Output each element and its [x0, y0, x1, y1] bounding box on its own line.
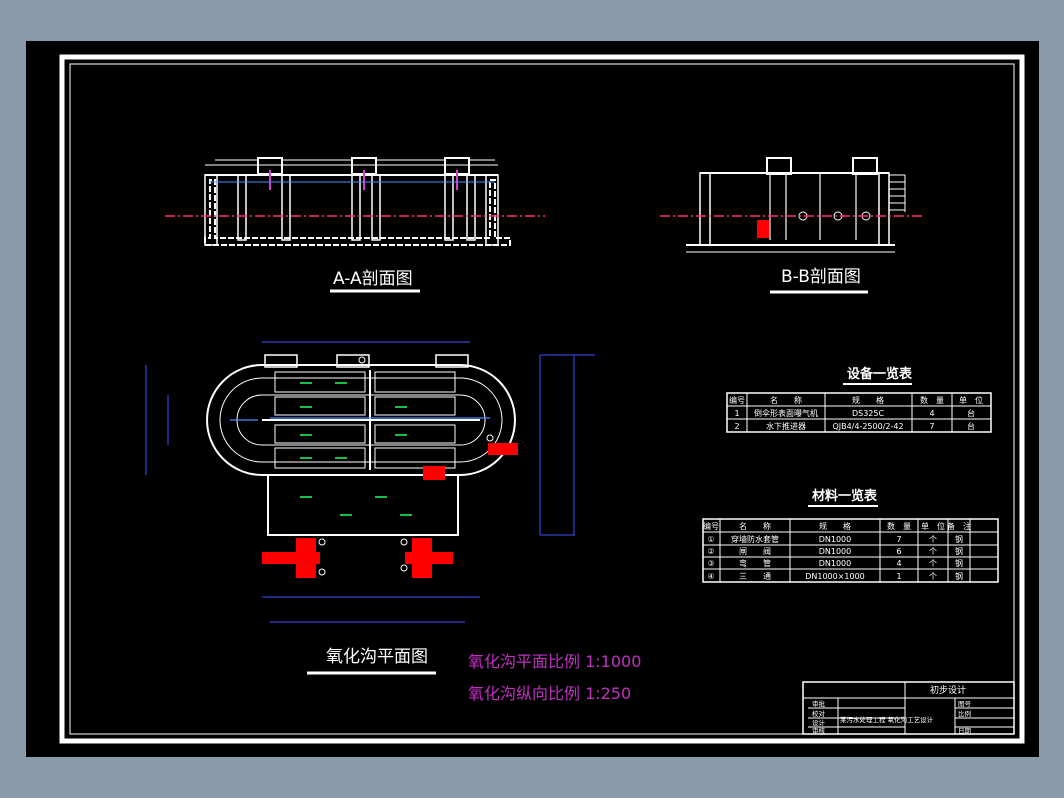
title-block: [802, 681, 1015, 735]
material-cell: 钢: [955, 534, 963, 544]
equipment-cell: QJB4/4-2500/2-42: [832, 422, 903, 431]
equipment-table-title: 设备一览表: [847, 366, 913, 382]
equipment-header-cell: 数 量: [920, 395, 944, 405]
material-cell: ①: [707, 535, 714, 544]
plan-title: 氧化沟平面图: [326, 647, 428, 667]
inner-frame: [69, 63, 1015, 735]
material-table-title: 材料一览表: [812, 488, 878, 504]
equipment-table: [726, 392, 992, 433]
material-cell: 个: [929, 572, 937, 581]
section-bb-drawing: [660, 157, 925, 253]
material-cell: 钢: [955, 558, 963, 568]
section-aa-title: A-A剖面图: [333, 269, 413, 289]
section-aa-drawing: [165, 157, 545, 246]
material-cell: 钢: [955, 571, 963, 581]
material-cell: DN1000: [819, 535, 852, 544]
material-header-cell: 编号: [703, 521, 719, 531]
equipment-header-cell: 编号: [729, 395, 745, 405]
material-table: [702, 518, 999, 583]
section-scale-text: 氧化沟纵向比例 1:250: [468, 684, 631, 703]
material-cell: ②: [707, 547, 714, 556]
title-block-design-label: 初步设计: [930, 684, 966, 696]
material-cell: ④: [707, 572, 714, 581]
plan-scale-text: 氧化沟平面比例 1:1000: [468, 652, 641, 671]
title-block-row-label: 校对: [812, 709, 826, 718]
title-block-row-label: 审核: [812, 726, 826, 735]
title-block-right-label: 比例: [958, 709, 971, 718]
material-cell: 个: [929, 547, 937, 556]
equipment-header-cell: 名 称: [770, 395, 802, 405]
drawing-sheet: [26, 41, 1039, 757]
equipment-cell: 倒伞形表面曝气机: [754, 408, 818, 418]
material-cell: 7: [896, 535, 901, 544]
material-cell: 1: [896, 572, 901, 581]
material-cell: 6: [896, 547, 901, 556]
material-cell: 穿墙防水套管: [731, 534, 779, 544]
equipment-cell: DS325C: [852, 409, 885, 418]
equipment-table-cells: 编号 名 称 规 格 数 量 单 位 1 倒伞形表面曝气机 DS325C 4 台 2 水下推进器 QJB…: [729, 395, 983, 431]
plan-drawing: [145, 341, 595, 623]
equipment-cell: 4: [929, 409, 934, 418]
material-cell: 个: [929, 559, 937, 568]
material-cell: 三 通: [739, 571, 771, 581]
equipment-header-cell: 单 位: [959, 395, 983, 405]
material-cell: 钢: [955, 546, 963, 556]
equipment-header-cell: 规 格: [852, 395, 884, 405]
material-cell: ③: [707, 559, 714, 568]
title-block-right-label: 图号: [958, 700, 972, 708]
title-block-row-label: 审批: [812, 699, 826, 708]
equipment-cell: 2: [734, 422, 739, 431]
title-block-right-label: 日期: [958, 727, 972, 735]
material-cell: 个: [929, 535, 937, 544]
material-cell: 闸 阀: [739, 547, 771, 556]
material-header-cell: 数 量: [887, 521, 911, 531]
equipment-cell: 水下推进器: [766, 421, 806, 431]
outer-frame: [59, 54, 1025, 744]
section-bb-title: B-B剖面图: [781, 267, 861, 287]
material-cell: 弯 管: [739, 558, 771, 568]
material-header-cell: 名 称: [739, 521, 771, 531]
material-cell: DN1000: [819, 547, 852, 556]
material-header-cell: 单 位: [921, 521, 945, 531]
equipment-cell: 7: [929, 422, 934, 431]
material-header-cell: 备 注: [947, 521, 971, 531]
equipment-cell: 台: [967, 408, 975, 418]
title-block-project: 某污水处理工程 氧化沟工艺设计: [840, 715, 934, 724]
material-cell: DN1000×1000: [805, 572, 865, 581]
material-cell: DN1000: [819, 559, 852, 568]
equipment-cell: 台: [967, 421, 975, 431]
equipment-cell: 1: [734, 409, 739, 418]
material-cell: 4: [896, 559, 901, 568]
material-header-cell: 规 格: [819, 521, 851, 531]
title-block-row-label: 设计: [812, 718, 826, 727]
